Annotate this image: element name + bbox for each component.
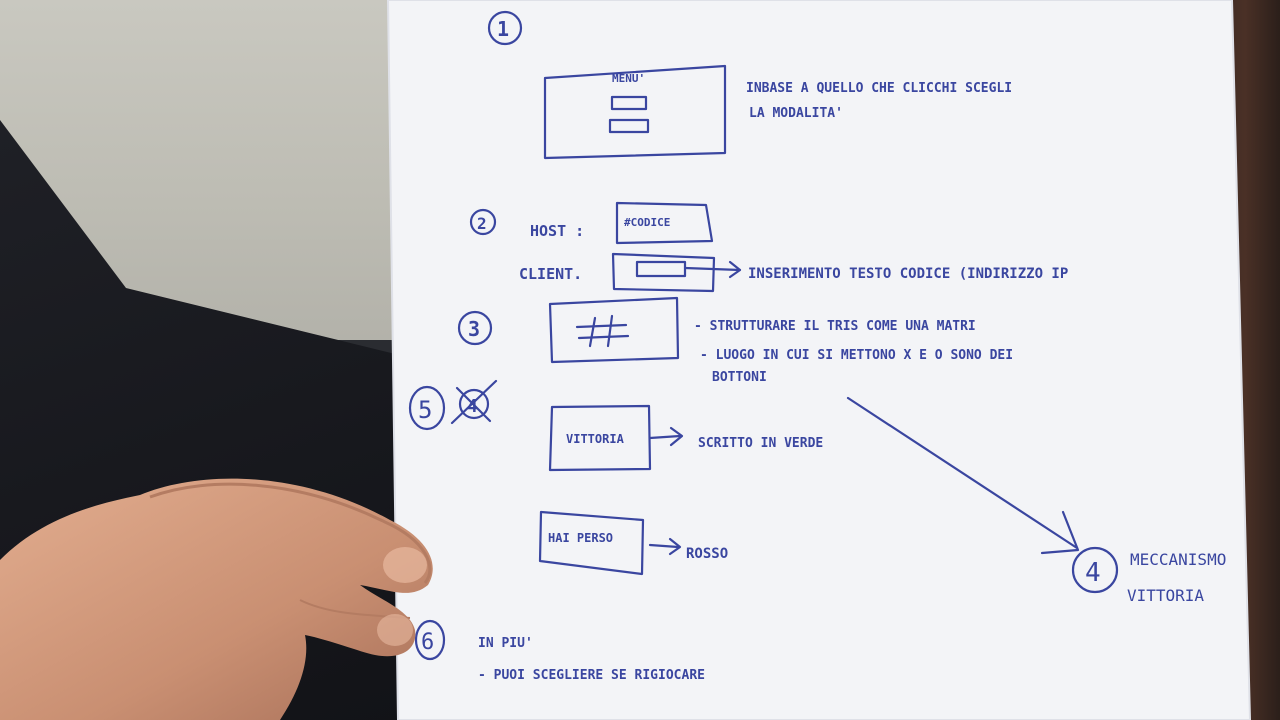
mechanism-note-line2: VITTORIA	[1127, 586, 1204, 605]
menu-button-2	[608, 118, 650, 134]
client-arrow	[683, 266, 742, 272]
grid-symbol-icon	[575, 314, 630, 348]
step4-circle	[1071, 546, 1119, 594]
lost-label: HAI PERSO	[548, 531, 613, 545]
mechanism-note-line1: MECCANISMO	[1130, 550, 1226, 569]
board-note-line2: - LUOGO IN CUI SI METTONO X E O SONO DEI	[700, 348, 1013, 363]
step2-circle	[469, 208, 497, 236]
cross-out-line-1	[455, 386, 492, 423]
step5-circle	[408, 385, 446, 431]
step2-number: 2	[477, 214, 487, 233]
menu-note-line1: INBASE A QUELLO CHE CLICCHI SCEGLI	[746, 81, 1012, 96]
client-note: INSERIMENTO TESTO CODICE (INDIRIZZO IP	[748, 266, 1068, 282]
victory-box	[548, 404, 652, 472]
lost-arrow	[648, 543, 680, 549]
client-input-box	[611, 252, 716, 293]
step4-number: 4	[1085, 558, 1101, 588]
menu-note-line2: LA MODALITA'	[749, 106, 843, 121]
host-code-label: #CODICE	[624, 216, 670, 229]
menu-box	[543, 64, 727, 160]
victory-note: SCRITTO IN VERDE	[698, 436, 823, 451]
host-label: HOST :	[530, 222, 584, 240]
client-label: CLIENT.	[519, 265, 582, 283]
board-note-line1: - STRUTTURARE IL TRIS COME UNA MATRI	[694, 319, 976, 334]
extras-note-line2: - PUOI SCEGLIERE SE RIGIOCARE	[478, 668, 705, 683]
victory-label: VITTORIA	[566, 432, 625, 446]
step1-circle	[487, 10, 523, 46]
crossed-step-circle	[458, 388, 490, 420]
board-note-line3: BOTTONI	[712, 370, 767, 385]
step3-number: 3	[468, 317, 480, 341]
cross-out-line-2	[450, 379, 498, 425]
menu-title: MENU'	[612, 72, 645, 85]
step5-number: 5	[418, 396, 432, 424]
step6-number: 6	[421, 630, 434, 655]
menu-button-1	[610, 95, 648, 111]
board-box	[548, 296, 680, 364]
mechanism-arrow	[846, 396, 1079, 550]
lost-box	[538, 510, 645, 576]
host-code-box	[615, 201, 714, 245]
extras-note-line1: IN PIU'	[478, 636, 533, 651]
step3-circle	[457, 310, 493, 346]
step1-number: 1	[497, 17, 509, 41]
victory-arrow	[648, 434, 682, 440]
crossed-step-number: 4	[467, 396, 478, 417]
lost-note: ROSSO	[686, 546, 728, 562]
